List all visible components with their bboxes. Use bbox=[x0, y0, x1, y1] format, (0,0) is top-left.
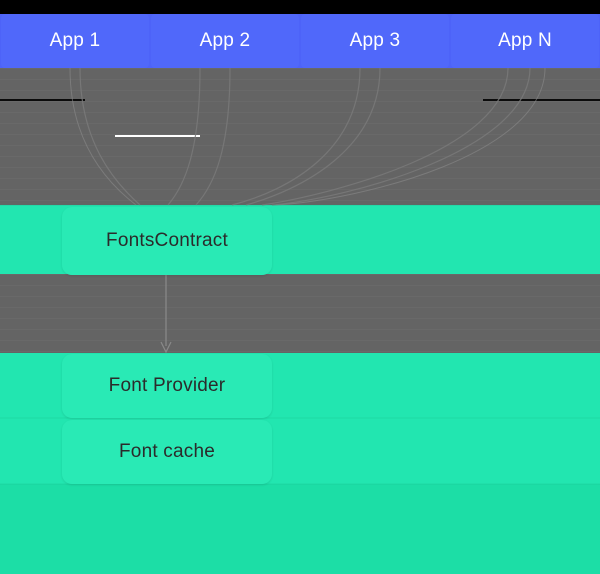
artifact-rule-left bbox=[0, 99, 85, 101]
footer-band bbox=[0, 484, 600, 574]
app-tab-3-label: App 3 bbox=[349, 30, 401, 51]
artifact-rule-right bbox=[483, 99, 600, 101]
node-fontscontract-label: FontsContract bbox=[106, 230, 228, 251]
connector-band-lower bbox=[0, 274, 600, 353]
node-font-cache-label: Font cache bbox=[119, 441, 215, 462]
app-tab-row: App 1 App 2 App 3 App N bbox=[0, 14, 600, 68]
app-tab-2[interactable]: App 2 bbox=[151, 14, 299, 68]
app-tab-1[interactable]: App 1 bbox=[1, 14, 149, 68]
app-tab-2-label: App 2 bbox=[199, 30, 251, 51]
artifact-rule-white bbox=[115, 135, 200, 137]
node-font-cache[interactable]: Font cache bbox=[62, 420, 272, 484]
app-tab-1-label: App 1 bbox=[49, 30, 101, 51]
node-fontscontract[interactable]: FontsContract bbox=[62, 207, 272, 275]
node-font-provider[interactable]: Font Provider bbox=[62, 354, 272, 418]
top-black-strip bbox=[0, 0, 600, 14]
connector-band-upper bbox=[0, 68, 600, 205]
app-tab-n[interactable]: App N bbox=[451, 14, 599, 68]
app-tab-3[interactable]: App 3 bbox=[301, 14, 449, 68]
node-font-provider-label: Font Provider bbox=[108, 375, 226, 396]
app-tab-n-label: App N bbox=[498, 30, 552, 51]
